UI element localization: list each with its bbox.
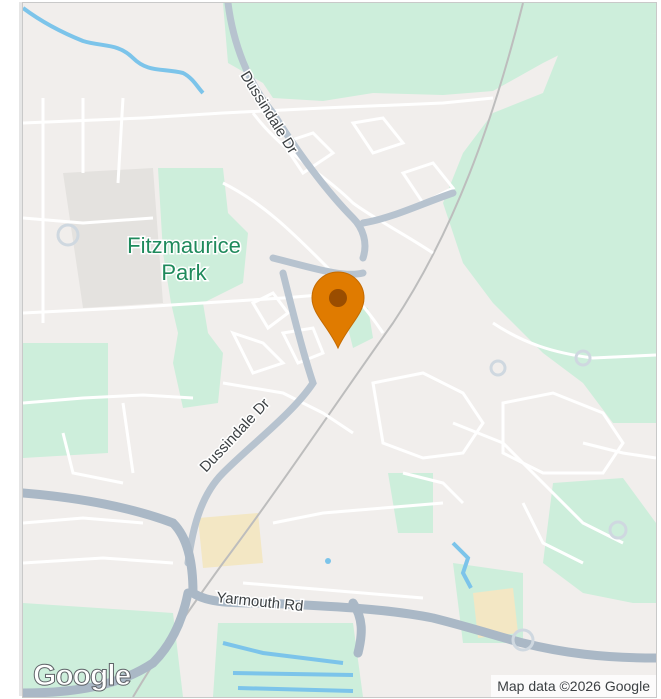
green-areas xyxy=(23,3,656,697)
institutional-area xyxy=(63,168,163,308)
label-park-line-1: Fitzmaurice xyxy=(127,233,241,258)
water-features xyxy=(23,6,473,693)
yarmouth-road xyxy=(23,488,656,697)
pond xyxy=(325,558,331,564)
google-logo[interactable]: Google xyxy=(32,659,131,693)
map-pin-icon[interactable] xyxy=(311,271,365,350)
map-pin-dot xyxy=(329,289,347,307)
retail-areas xyxy=(198,513,518,638)
map-canvas[interactable]: Dussindale Dr Dussindale Dr Yarmouth Rd … xyxy=(23,3,656,697)
local-streets xyxy=(23,96,656,600)
left-edge-strip xyxy=(0,0,22,699)
dussindale-drive xyxy=(184,3,457,567)
label-park-line-2: Park xyxy=(161,260,207,285)
map-viewport[interactable]: Dussindale Dr Dussindale Dr Yarmouth Rd … xyxy=(22,2,657,698)
map-attribution[interactable]: Map data ©2026 Google xyxy=(491,675,656,697)
roundabouts xyxy=(56,223,628,652)
